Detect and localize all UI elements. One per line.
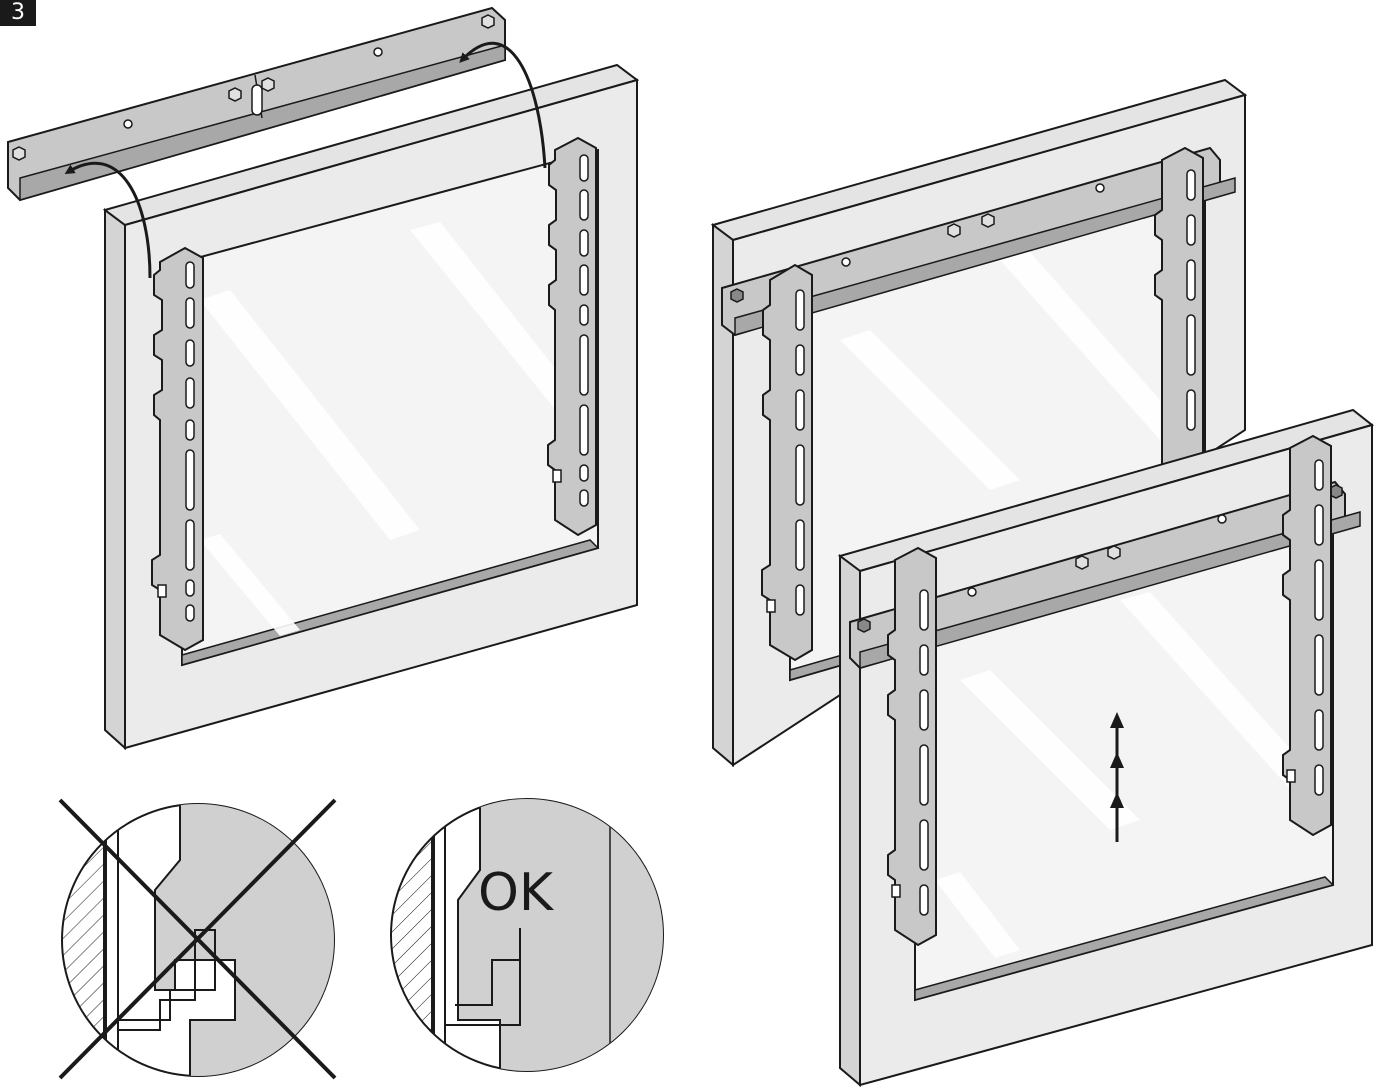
hex-bolt-icon (228, 87, 242, 102)
reflection-streak (200, 534, 300, 636)
hex-bolt-icon (1075, 555, 1089, 570)
hex-bolt-icon (12, 146, 26, 161)
left-vertical-rail (151, 246, 204, 652)
step-number-badge: 3 (0, 0, 36, 26)
hex-bolt-icon (1107, 545, 1121, 560)
hex-bolt-icon (947, 223, 961, 238)
left-tv-side (104, 208, 126, 751)
reflection-streak (410, 222, 580, 440)
wall-plate (7, 6, 506, 202)
right-vertical-rail (547, 136, 597, 537)
hex-bolt-icon (261, 77, 275, 92)
left-tv-panel (102, 63, 640, 751)
curved-arrow-icon (64, 161, 152, 279)
hex-bolt-icon (481, 14, 495, 29)
hex-bolt-icon (981, 213, 995, 228)
hex-bolt-icon (857, 618, 871, 633)
ok-label: OK (478, 863, 555, 923)
reflection-streak (200, 290, 420, 540)
detail-wrong (58, 798, 337, 1080)
hex-bolt-icon (730, 288, 744, 303)
cross-mark-icon (58, 798, 337, 1080)
detail-ok: OK (390, 798, 664, 1072)
curved-arrow-icon (459, 41, 547, 169)
triple-up-arrow-icon (1110, 712, 1124, 842)
